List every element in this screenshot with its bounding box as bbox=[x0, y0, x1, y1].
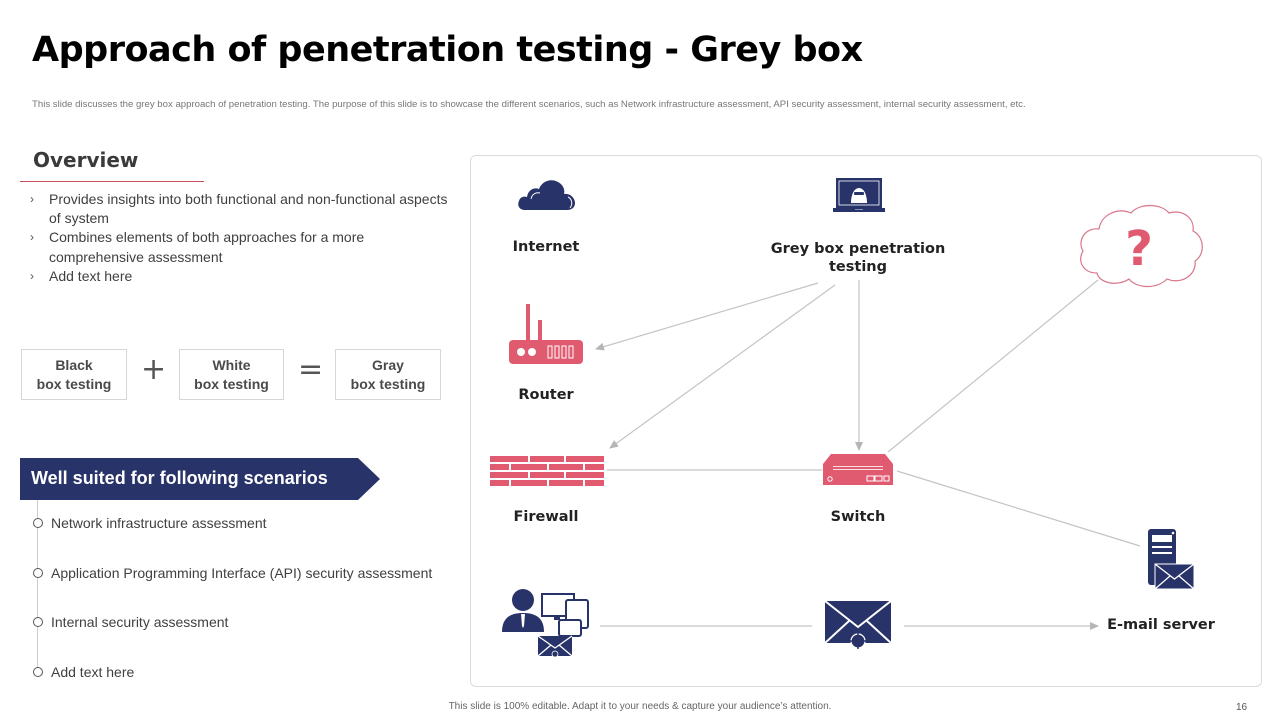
internet-label: Internet bbox=[512, 239, 580, 255]
overview-item: › Provides insights into both functional … bbox=[30, 190, 450, 228]
overview-item-text: Combines elements of both approaches for… bbox=[49, 229, 365, 265]
email-server-label: E-mail server bbox=[1107, 617, 1215, 633]
scenario-item: Network infrastructure assessment bbox=[33, 515, 267, 531]
footer-note: This slide is 100% editable. Adapt it to… bbox=[448, 701, 832, 712]
edge-tester-firewall bbox=[609, 284, 836, 449]
firewall-icon bbox=[490, 456, 604, 486]
scenario-text: Add text here bbox=[51, 664, 135, 680]
scenario-item: Internal security assessment bbox=[33, 614, 228, 630]
user-devices-icon bbox=[502, 589, 589, 658]
circle-bullet-icon bbox=[33, 518, 43, 528]
circle-bullet-icon bbox=[33, 568, 43, 578]
overview-item-text: Add text here bbox=[49, 267, 133, 284]
router-label: Router bbox=[518, 387, 574, 403]
question-mark: ? bbox=[1125, 221, 1153, 277]
tester-label-line: testing bbox=[829, 259, 887, 275]
scenario-item: Application Programming Interface (API) … bbox=[33, 565, 432, 581]
scenario-text: Network infrastructure assessment bbox=[51, 515, 267, 531]
circle-bullet-icon bbox=[33, 667, 43, 677]
overview-heading: Overview bbox=[33, 148, 139, 172]
scenario-text: Application Programming Interface (API) … bbox=[51, 565, 433, 581]
black-box-testing-box: Black box testing bbox=[21, 349, 127, 400]
circle-bullet-icon bbox=[33, 617, 43, 627]
page-number: 16 bbox=[1236, 702, 1248, 713]
box-line: White bbox=[212, 356, 251, 373]
overview-item: › Combines elements of both approaches fo… bbox=[30, 228, 450, 266]
slide-subtitle: This slide discusses the grey box approa… bbox=[32, 99, 1026, 110]
question-cloud-icon: ? bbox=[1080, 204, 1203, 288]
switch-icon bbox=[823, 454, 893, 485]
box-line: box testing bbox=[36, 375, 112, 392]
tester-label-line: Grey box penetration bbox=[770, 241, 946, 257]
equals-icon: = bbox=[298, 352, 324, 387]
cloud-icon bbox=[518, 180, 575, 210]
malware-mail-icon bbox=[824, 600, 892, 649]
scenarios-timeline bbox=[37, 500, 38, 674]
chevron-right-icon: › bbox=[30, 192, 34, 206]
box-line: box testing bbox=[194, 375, 269, 392]
edge-unknown-switch bbox=[887, 279, 1099, 453]
overview-list: › Provides insights into both functional … bbox=[30, 190, 450, 286]
overview-divider bbox=[20, 181, 204, 182]
hacker-laptop-icon bbox=[833, 178, 885, 212]
overview-item: › Add text here bbox=[30, 267, 450, 286]
chevron-right-icon: › bbox=[30, 230, 34, 245]
edge-switch-mailserver bbox=[896, 470, 1141, 547]
scenarios-banner bbox=[20, 458, 380, 500]
box-line: Black bbox=[55, 356, 93, 373]
scenario-text: Internal security assessment bbox=[51, 614, 229, 630]
mail-server-icon bbox=[1148, 529, 1195, 590]
plus-icon: + bbox=[141, 352, 167, 387]
switch-label: Switch bbox=[830, 509, 886, 525]
box-line: box testing bbox=[350, 375, 426, 392]
edge-tester-router bbox=[595, 282, 819, 351]
chevron-right-icon: › bbox=[30, 268, 34, 283]
firewall-label: Firewall bbox=[513, 509, 579, 525]
gray-box-testing-box: Gray box testing bbox=[335, 349, 441, 400]
scenario-item: Add text here bbox=[33, 664, 134, 680]
white-box-testing-box: White box testing bbox=[179, 349, 284, 400]
tester-label: Grey box penetration testing bbox=[768, 240, 948, 276]
box-line: Gray bbox=[372, 356, 404, 373]
slide-title: Approach of penetration testing - Grey b… bbox=[32, 30, 863, 70]
scenarios-heading: Well suited for following scenarios bbox=[31, 468, 328, 488]
router-icon bbox=[509, 304, 583, 364]
overview-item-text: Provides insights into both functional a… bbox=[49, 191, 448, 227]
